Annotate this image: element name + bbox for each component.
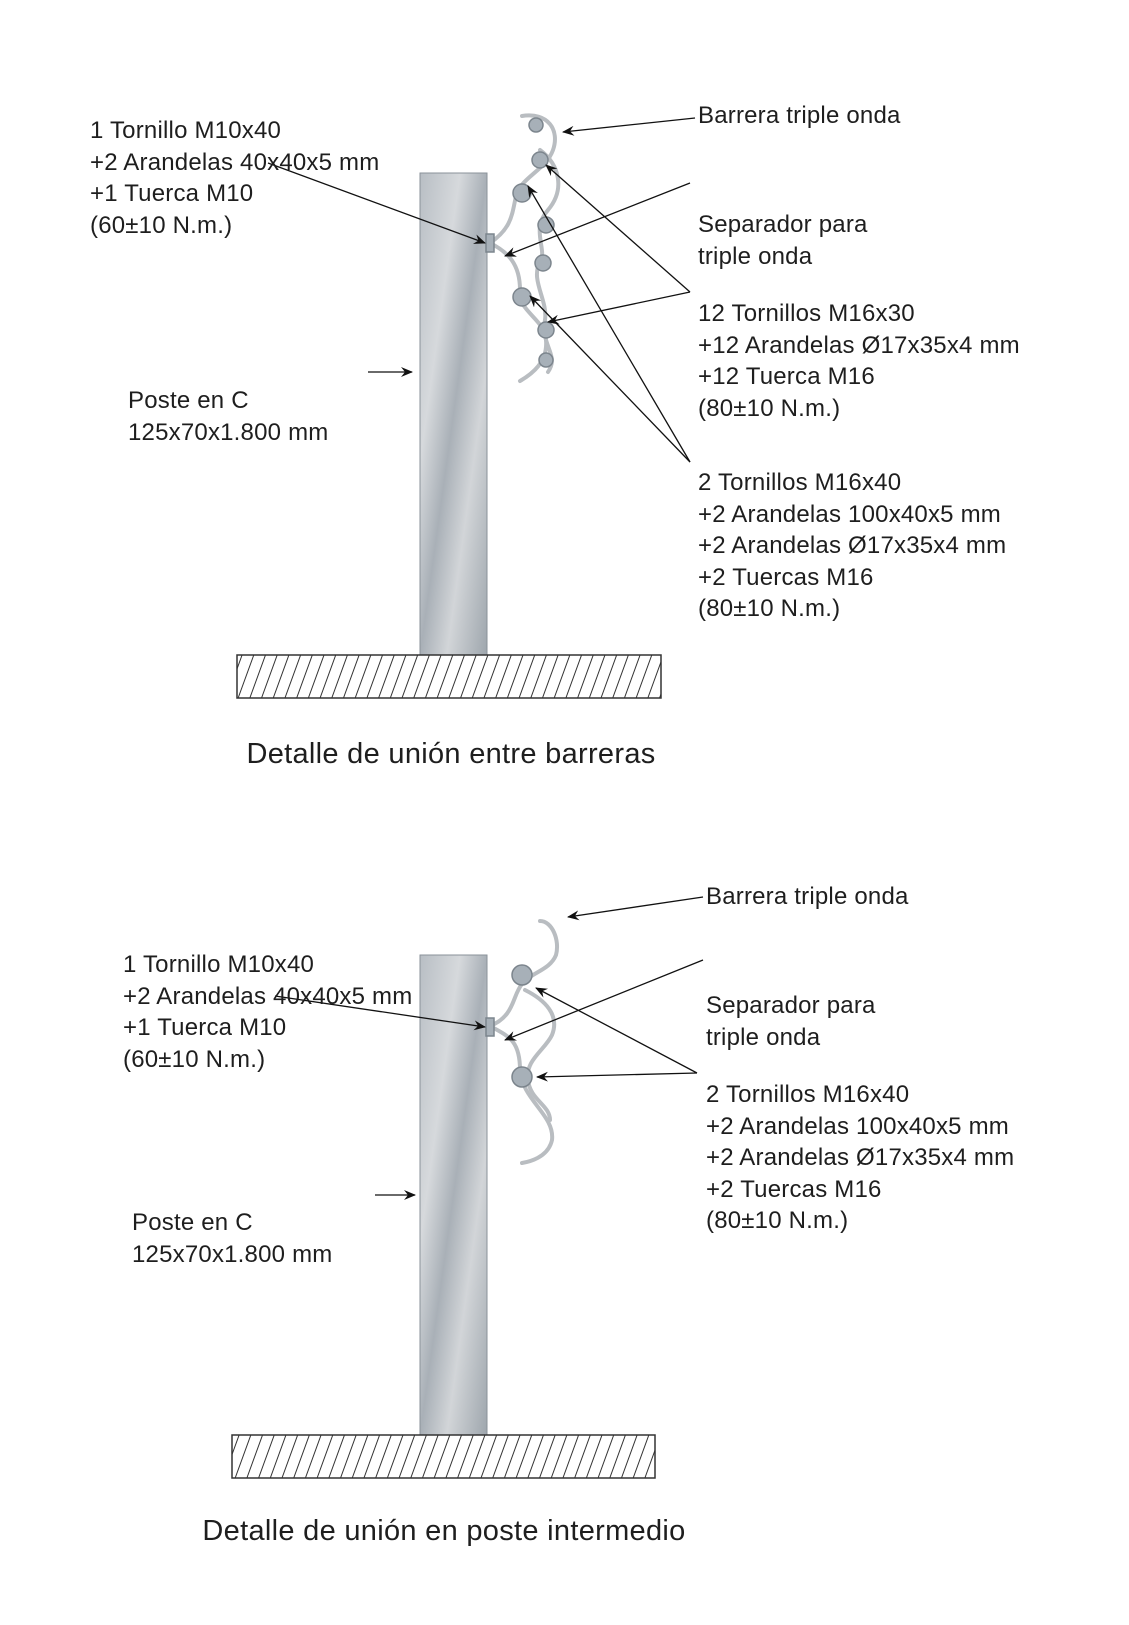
bolt-icons xyxy=(485,964,533,1088)
bolt-m10-label: 1 Tornillo M10x40+2 Arandelas 40x40x5 mm… xyxy=(123,951,413,1073)
diagram-title: Detalle de unión entre barreras xyxy=(246,738,656,770)
ground-hatch xyxy=(236,654,662,699)
bolts-m16x40-label: 2 Tornillos M16x40+2 Arandelas 100x40x5 … xyxy=(706,1081,1015,1234)
post xyxy=(419,172,488,656)
ground-hatch xyxy=(231,1434,656,1479)
bolts-m16x30-label: 12 Tornillos M16x30+12 Arandelas Ø17x35x… xyxy=(698,300,1020,422)
post xyxy=(419,954,488,1436)
bottom-diagram xyxy=(231,896,704,1479)
barrier-label: Barrera triple onda xyxy=(706,883,909,910)
barrier-label: Barrera triple onda xyxy=(698,102,901,129)
leader-arrows xyxy=(267,117,696,463)
leader-arrows xyxy=(274,896,704,1200)
bolts-m16x40-label: 2 Tornillos M16x40+2 Arandelas 100x40x5 … xyxy=(698,469,1007,622)
bolt-m10-label: 1 Tornillo M10x40+2 Arandelas 40x40x5 mm… xyxy=(90,117,380,239)
diagram-title: Detalle de unión en poste intermedio xyxy=(202,1515,686,1547)
bolt-icons xyxy=(485,117,555,368)
barrier-profile xyxy=(485,919,559,1165)
top-diagram xyxy=(236,113,696,699)
